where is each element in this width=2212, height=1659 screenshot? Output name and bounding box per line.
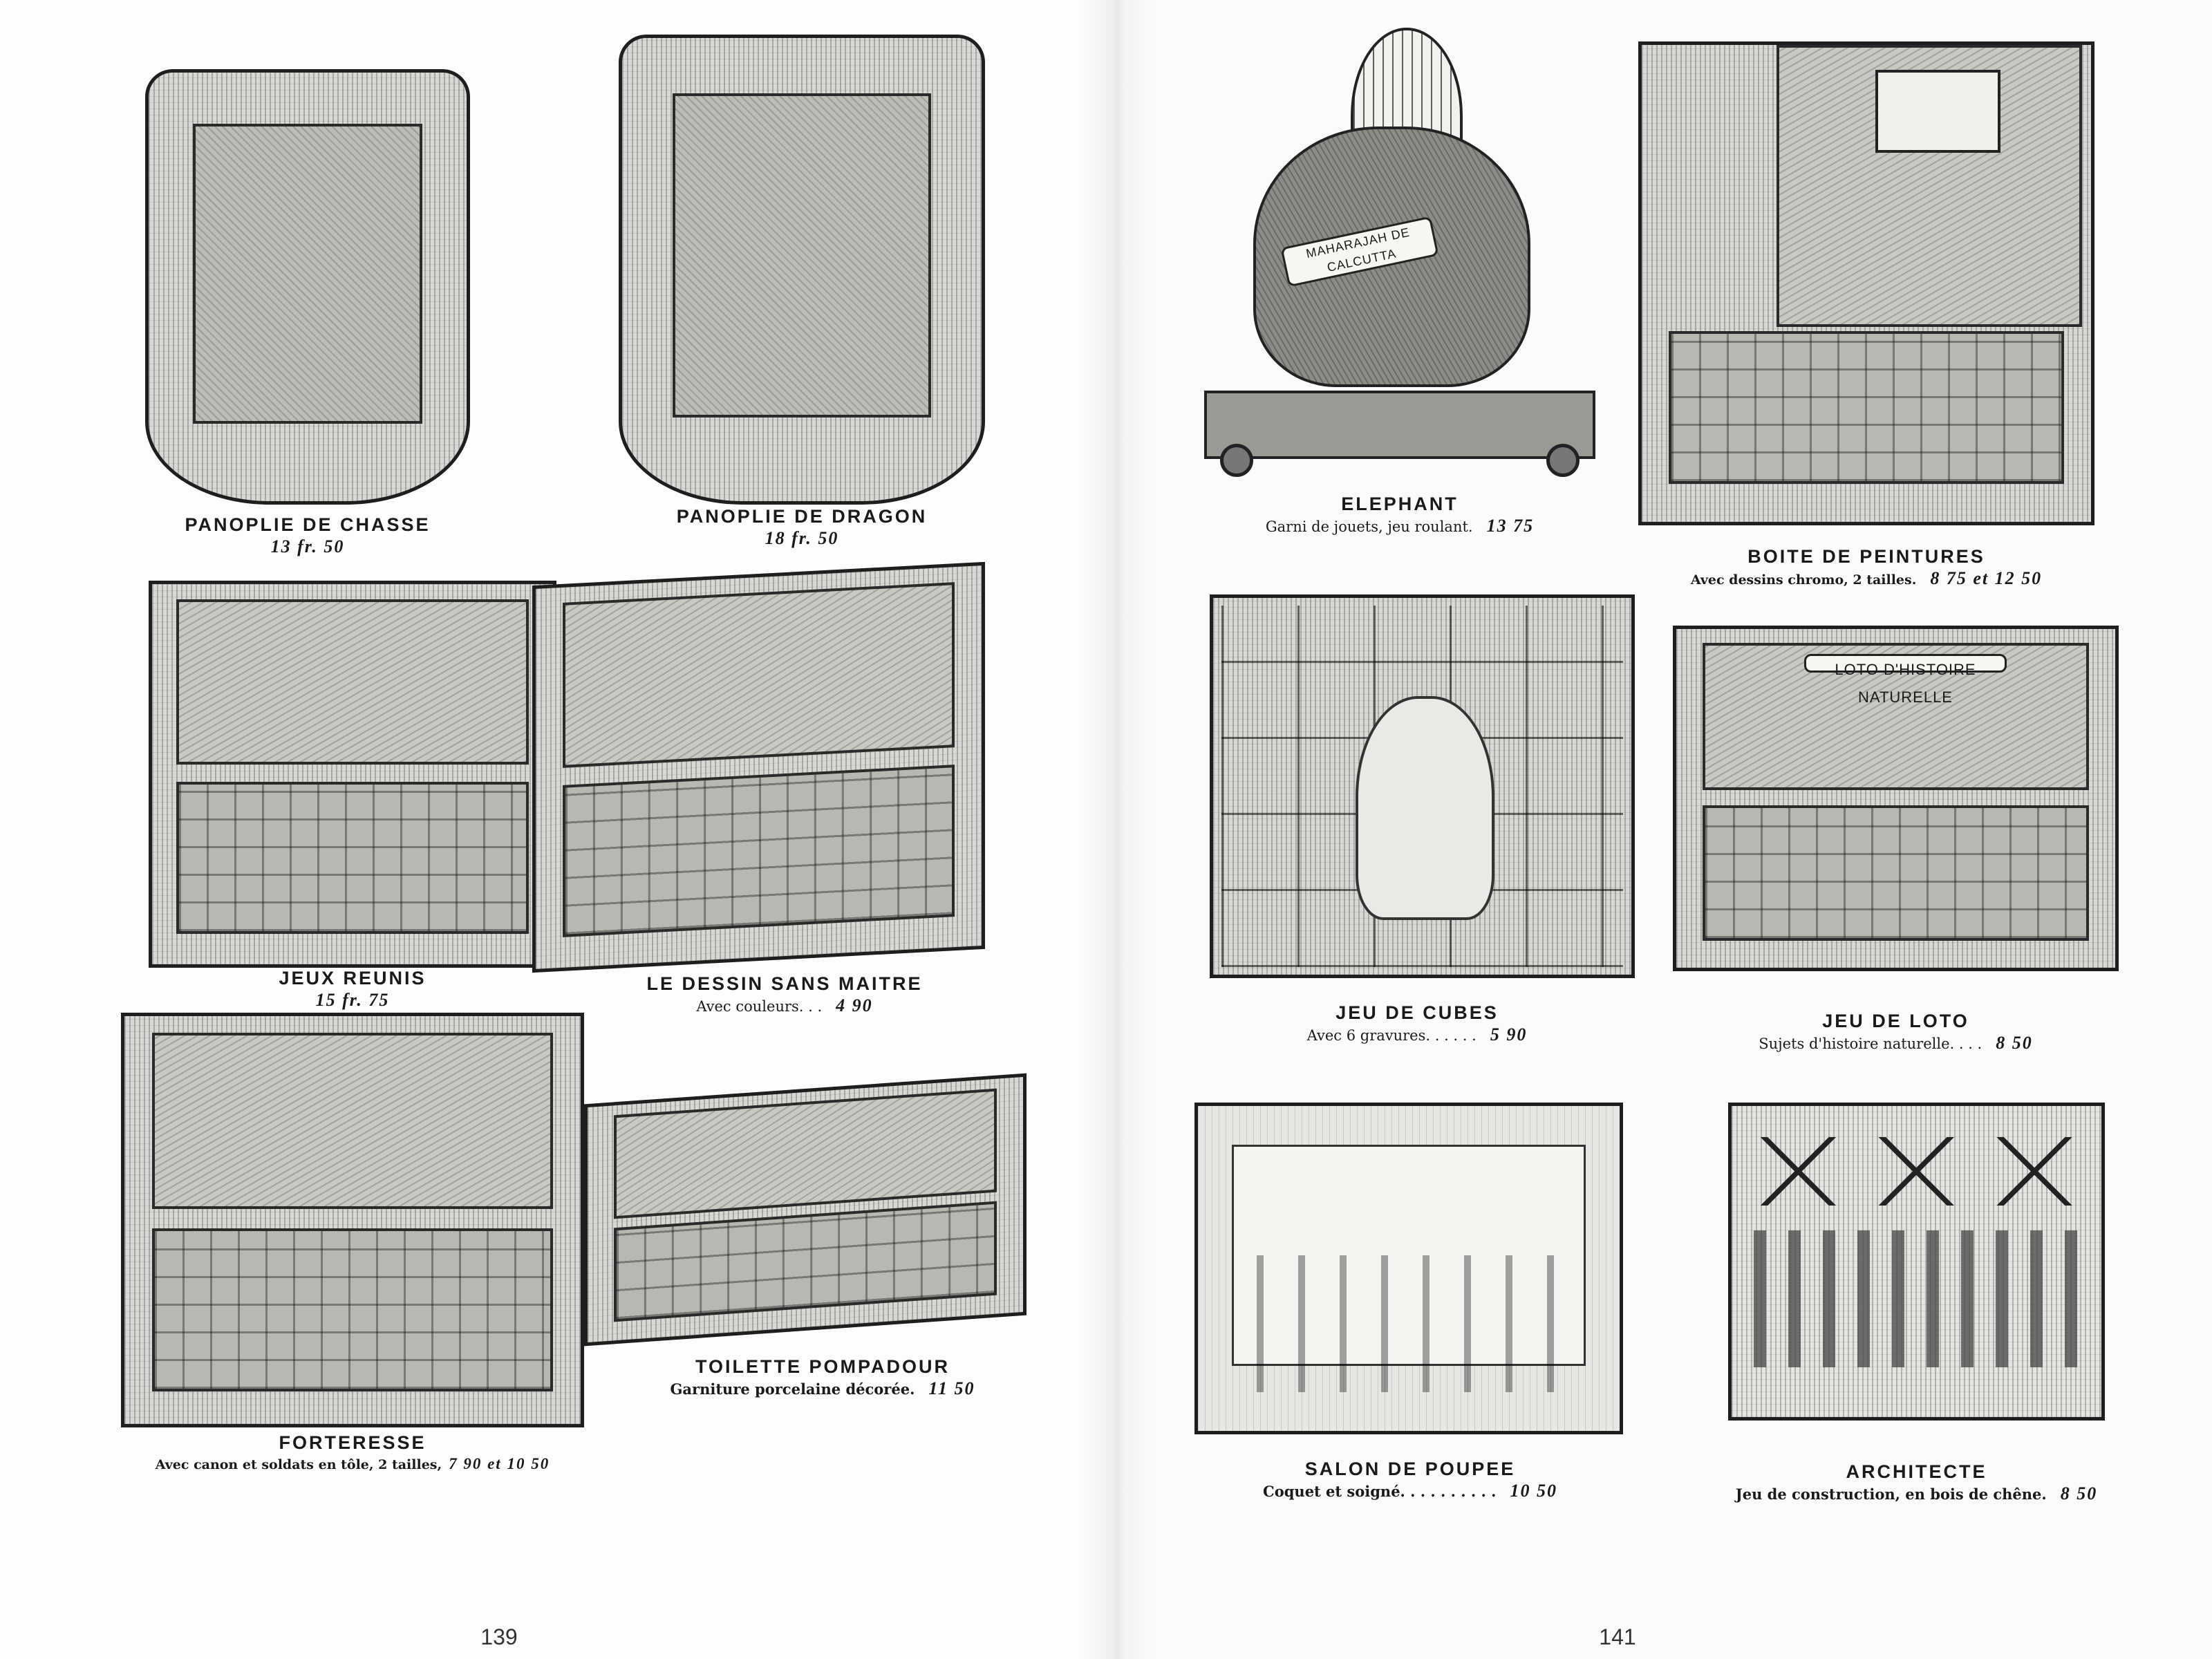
item-subtitle: Avec canon et soldats en tôle, 2 tailles…	[155, 1457, 442, 1472]
elephant-caption: ELEPHANT Garni de jouets, jeu roulant. 13…	[1196, 492, 1604, 537]
book-gutter	[1078, 0, 1154, 1659]
item-subtitle: Sujets d'histoire naturelle. . . .	[1759, 1035, 1983, 1052]
item-price: 13 75	[1486, 516, 1535, 536]
loto-cards-tray	[1703, 805, 2089, 941]
item-title: BOITE DE PEINTURES	[1747, 546, 1985, 567]
jeu-de-loto-illustration: LOTO D'HISTOIRE NATURELLE	[1673, 626, 2119, 971]
toilette-pompadour-illustration	[584, 1073, 1027, 1347]
panoplie-chasse-caption: PANOPLIE DE CHASSE 13 fr. 50	[145, 513, 470, 557]
checkerboard-lid	[176, 599, 529, 765]
item-subtitle: Jeu de construction, en bois de chêne.	[1735, 1485, 2047, 1503]
building-columns	[1754, 1230, 2079, 1367]
item-title: FORTERESSE	[279, 1432, 427, 1453]
dragoon-helmet-drawing	[672, 93, 932, 418]
wheel-icon	[1546, 444, 1580, 477]
jeux-reunis-caption: JEUX REUNIS 15 fr. 75	[149, 966, 556, 1011]
soldiers-tray	[151, 1228, 554, 1391]
dessin-sans-maitre-caption: LE DESSIN SANS MAITRE Avec couleurs. . .…	[567, 972, 1002, 1017]
panoplie-dragon-caption: PANOPLIE DE DRAGON 18 fr. 50	[619, 505, 985, 549]
panoplie-dragon-illustration	[619, 35, 985, 505]
paintbox-lid	[1777, 45, 2082, 328]
panoplie-chasse-illustration	[145, 69, 470, 505]
item-price: 5 90	[1490, 1024, 1528, 1044]
boite-de-peintures-illustration	[1638, 41, 2094, 525]
room-wall	[1231, 1145, 1586, 1366]
castle-lid	[151, 1032, 554, 1210]
item-price: 8 50	[1996, 1033, 2033, 1053]
hunting-gear-drawing	[193, 124, 422, 424]
jeu-de-cubes-caption: JEU DE CUBES Avec 6 gravures. . . . . . 5…	[1189, 1001, 1645, 1046]
toilette-pompadour-caption: TOILETTE POMPADOUR Garniture porcelaine …	[608, 1355, 1037, 1400]
dog-picture	[1355, 695, 1495, 920]
right-page: MAHARAJAH DE CALCUTTA ELEPHANT Garni de …	[1106, 0, 2212, 1659]
item-title: JEUX REUNIS	[279, 968, 427, 988]
item-price: 13 fr. 50	[270, 536, 345, 556]
salon-de-poupee-illustration	[1194, 1103, 1623, 1434]
item-price: 11 50	[928, 1378, 975, 1398]
forteresse-caption: FORTERESSE Avec canon et soldats en tôle…	[118, 1431, 588, 1475]
item-title: LE DESSIN SANS MAITRE	[646, 973, 923, 994]
item-subtitle: Avec 6 gravures. . . . . .	[1306, 1027, 1477, 1044]
item-title: PANOPLIE DE DRAGON	[676, 506, 928, 527]
item-subtitle: Garniture porcelaine décorée.	[670, 1380, 915, 1398]
games-tray	[176, 782, 529, 934]
item-title: JEU DE LOTO	[1822, 1011, 1969, 1031]
jeux-reunis-illustration	[149, 581, 556, 968]
item-title: TOILETTE POMPADOUR	[695, 1356, 950, 1377]
loto-banner-text: LOTO D'HISTOIRE NATURELLE	[1804, 653, 2007, 706]
jeu-de-loto-caption: JEU DE LOTO Sujets d'histoire naturelle.…	[1673, 1009, 2119, 1054]
item-title: ELEPHANT	[1341, 494, 1459, 514]
vanity-lid	[613, 1088, 997, 1219]
roof-gables	[1738, 1137, 2094, 1206]
item-price: 10 50	[1510, 1481, 1557, 1501]
rolling-platform	[1203, 391, 1596, 459]
item-price: 18 fr. 50	[765, 528, 839, 548]
doll-furniture	[1257, 1255, 1577, 1392]
item-title: ARCHITECTE	[1846, 1461, 1987, 1482]
item-subtitle: Coquet et soigné. . . . . . . . . .	[1263, 1483, 1497, 1500]
paints-tray	[1669, 331, 2064, 484]
item-subtitle: Avec dessins chromo, 2 tailles.	[1690, 572, 1917, 588]
item-subtitle: Garni de jouets, jeu roulant.	[1265, 518, 1473, 535]
elephant-saddle-text: MAHARAJAH DE CALCUTTA	[1280, 216, 1439, 288]
boite-de-peintures-caption: BOITE DE PEINTURES Avec dessins chromo, …	[1638, 545, 2094, 590]
page-number-left: 139	[480, 1624, 518, 1649]
item-price: 4 90	[836, 995, 873, 1015]
item-price: 8 75 et 12 50	[1930, 568, 2043, 588]
drawing-case-lid	[562, 582, 955, 768]
portrait-drawing	[1875, 70, 2001, 153]
porcelain-tray	[613, 1201, 997, 1322]
page-number-right: 141	[1599, 1624, 1636, 1649]
forteresse-illustration	[121, 1013, 584, 1427]
item-price: 15 fr. 75	[315, 990, 390, 1010]
loto-lid: LOTO D'HISTOIRE NATURELLE	[1703, 642, 2089, 791]
salon-de-poupee-caption: SALON DE POUPEE Coquet et soigné. . . . …	[1182, 1457, 1638, 1502]
elephant-illustration: MAHARAJAH DE CALCUTTA	[1196, 28, 1604, 477]
drawing-case-tray	[562, 765, 955, 937]
wheel-icon	[1220, 444, 1254, 477]
item-price: 8 50	[2060, 1483, 2098, 1503]
item-subtitle: Avec couleurs. . .	[696, 998, 823, 1015]
architecte-illustration	[1728, 1103, 2105, 1421]
architecte-caption: ARCHITECTE Jeu de construction, en bois …	[1694, 1460, 2139, 1505]
item-price: 7 90 et 10 50	[449, 1455, 550, 1472]
jeu-de-cubes-illustration	[1210, 594, 1635, 978]
elephant-body-drawing: MAHARAJAH DE CALCUTTA	[1253, 126, 1530, 387]
dessin-sans-maitre-illustration	[532, 561, 985, 973]
item-title: SALON DE POUPEE	[1304, 1459, 1516, 1479]
left-page: PANOPLIE DE CHASSE 13 fr. 50 PANOPLIE DE…	[118, 35, 1037, 1649]
item-title: PANOPLIE DE CHASSE	[185, 514, 431, 535]
item-title: JEU DE CUBES	[1335, 1002, 1499, 1023]
